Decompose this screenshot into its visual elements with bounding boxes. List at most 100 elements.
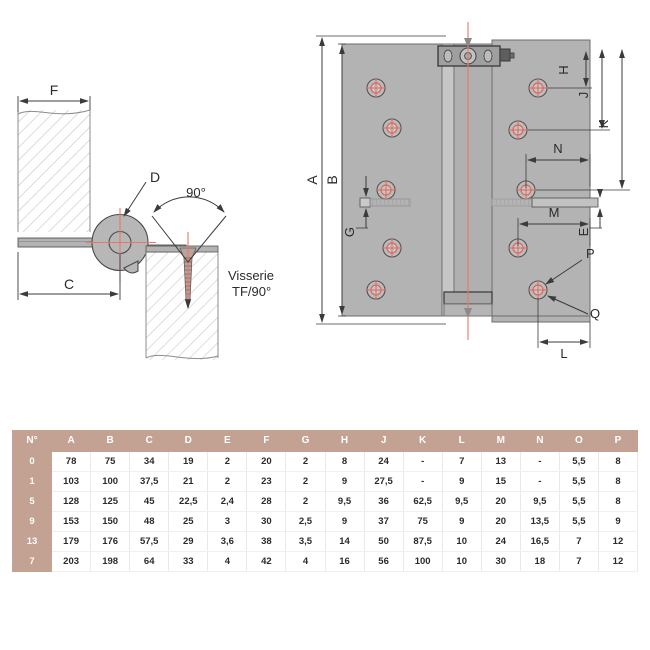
table-row-number: 13 xyxy=(11,531,53,552)
table-cell-a: 128 xyxy=(51,491,92,512)
label-j: J xyxy=(576,92,591,99)
table-cell-n: 13,5 xyxy=(519,511,560,532)
table-cell-f: 20 xyxy=(246,451,287,472)
table-cell-h: 9,5 xyxy=(324,491,365,512)
table-header-cell-p: P xyxy=(597,430,639,452)
table-cell-e: 2 xyxy=(207,451,248,472)
table-cell-d: 29 xyxy=(168,531,209,552)
table-cell-l: 9,5 xyxy=(441,491,482,512)
label-p: P xyxy=(586,246,595,261)
table-cell-n: 18 xyxy=(519,551,560,572)
dimension-k: K xyxy=(536,49,630,191)
table-cell-g: 2 xyxy=(285,491,326,512)
table-cell-d: 21 xyxy=(168,471,209,492)
table-header-cell-g: G xyxy=(285,430,326,452)
table-cell-k: - xyxy=(402,451,443,472)
table-cell-k: - xyxy=(402,471,443,492)
table-cell-c: 34 xyxy=(129,451,170,472)
table-cell-n: 16,5 xyxy=(519,531,560,552)
screw-hole xyxy=(382,238,402,258)
table-cell-f: 23 xyxy=(246,471,287,492)
label-e: E xyxy=(576,227,591,236)
table-cell-j: 27,5 xyxy=(363,471,404,492)
table-header-cell-e: E xyxy=(207,430,248,452)
dimension-c: C xyxy=(17,252,121,300)
table-cell-c: 57,5 xyxy=(129,531,170,552)
label-c: C xyxy=(64,276,74,292)
table-cell-m: 20 xyxy=(480,511,521,532)
knuckle-column xyxy=(441,43,493,317)
left-section-drawing: F D xyxy=(0,0,310,425)
table-cell-p: 8 xyxy=(597,451,639,472)
table-cell-m: 24 xyxy=(480,531,521,552)
table-cell-e: 2 xyxy=(207,471,248,492)
table-cell-c: 45 xyxy=(129,491,170,512)
table-cell-f: 30 xyxy=(246,511,287,532)
table-cell-a: 203 xyxy=(51,551,92,572)
table-cell-c: 48 xyxy=(129,511,170,532)
table-header-cell-no: N° xyxy=(11,430,53,452)
table-row-number: 7 xyxy=(11,551,53,572)
adjust-tabs xyxy=(359,197,599,208)
table-cell-b: 75 xyxy=(90,451,131,472)
label-q: Q xyxy=(590,306,600,321)
table-cell-b: 198 xyxy=(90,551,131,572)
table-cell-b: 176 xyxy=(90,531,131,552)
table-cell-d: 25 xyxy=(168,511,209,532)
table-cell-g: 4 xyxy=(285,551,326,572)
table-cell-n: - xyxy=(519,451,560,472)
table-cell-k: 100 xyxy=(402,551,443,572)
table-cell-g: 3,5 xyxy=(285,531,326,552)
table-cell-h: 9 xyxy=(324,511,365,532)
screw-holes-left-leaf xyxy=(366,78,402,300)
label-h: H xyxy=(556,65,571,74)
table-cell-j: 50 xyxy=(363,531,404,552)
table-cell-o: 5,5 xyxy=(558,511,599,532)
table-cell-p: 8 xyxy=(597,471,639,492)
dimension-h: H xyxy=(548,51,592,89)
table-cell-o: 7 xyxy=(558,531,599,552)
screw-holes-right-leaf xyxy=(508,78,548,300)
table-row-number: 1 xyxy=(11,471,53,492)
table-cell-h: 9 xyxy=(324,471,365,492)
table-cell-l: 7 xyxy=(441,451,482,472)
screw-hole xyxy=(376,180,396,200)
leader-q: Q xyxy=(547,295,600,321)
table-cell-o: 5,5 xyxy=(558,491,599,512)
table-header-cell-a: A xyxy=(51,430,92,452)
table-cell-m: 13 xyxy=(480,451,521,472)
table-header-cell-h: H xyxy=(324,430,365,452)
label-angle-90: 90° xyxy=(186,185,206,200)
table-cell-p: 9 xyxy=(597,511,639,532)
table-cell-c: 64 xyxy=(129,551,170,572)
table-cell-a: 78 xyxy=(51,451,92,472)
table-header-cell-c: C xyxy=(129,430,170,452)
table-cell-b: 125 xyxy=(90,491,131,512)
table-cell-b: 150 xyxy=(90,511,131,532)
table-header-cell-o: O xyxy=(558,430,599,452)
table-cell-l: 10 xyxy=(441,531,482,552)
label-f: F xyxy=(50,82,59,98)
table-cell-k: 62,5 xyxy=(402,491,443,512)
label-d: D xyxy=(150,169,160,185)
table-cell-m: 30 xyxy=(480,551,521,572)
table-cell-e: 3 xyxy=(207,511,248,532)
screw-note-line1: Visserie xyxy=(228,268,274,283)
table-cell-p: 8 xyxy=(597,491,639,512)
screw-hole-pq xyxy=(528,280,548,300)
table-cell-j: 56 xyxy=(363,551,404,572)
table-header-cell-l: L xyxy=(441,430,482,452)
dimension-e: E xyxy=(576,189,603,236)
screw-hole xyxy=(508,120,528,140)
dimension-m: M xyxy=(517,205,591,246)
label-b: B xyxy=(324,175,340,184)
table-cell-j: 36 xyxy=(363,491,404,512)
table-cell-g: 2 xyxy=(285,471,326,492)
screw-hole xyxy=(528,78,548,98)
